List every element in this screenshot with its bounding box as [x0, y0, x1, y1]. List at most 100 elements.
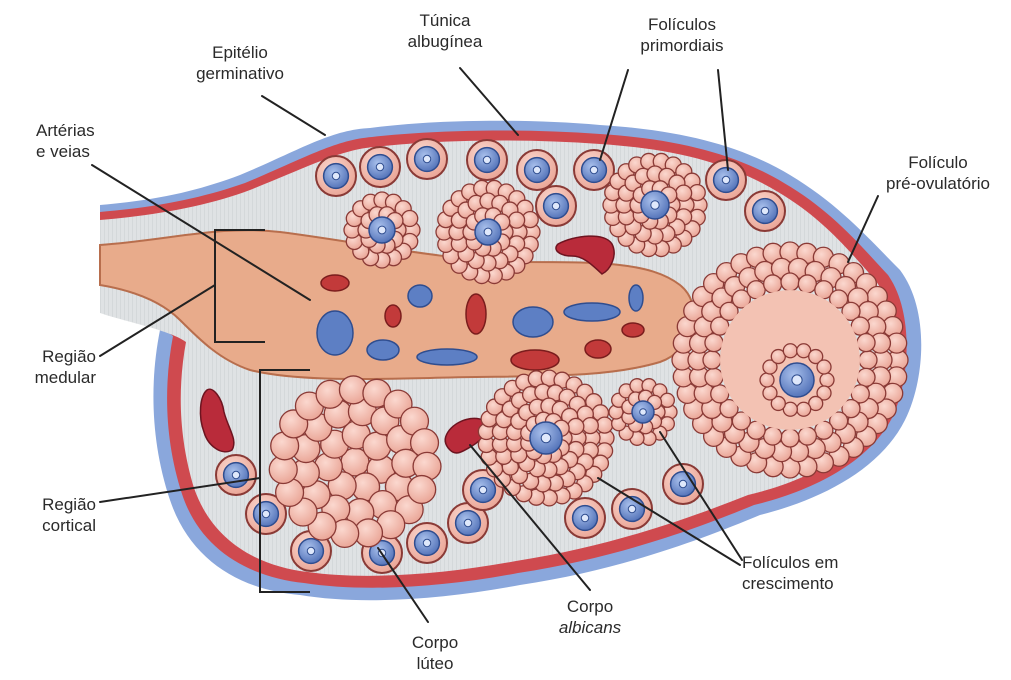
label-corpo-luteo: Corpo lúteo: [400, 632, 470, 674]
oocyte-nucleus: [761, 207, 768, 214]
oocyte-nucleus: [628, 505, 635, 512]
primordial-follicle: [612, 489, 652, 529]
label-line: medular: [8, 367, 96, 388]
label-corpo-albicans: Corpo albicans: [550, 596, 630, 638]
oocyte-nucleus: [722, 176, 729, 183]
vessel: [564, 303, 620, 321]
primordial-follicle: [407, 523, 447, 563]
label-epitelio-germinativo: Epitélio germinativo: [180, 42, 300, 84]
granulosa-cell: [597, 417, 613, 433]
vessel: [629, 285, 643, 311]
granulosa-cell: [676, 185, 692, 201]
oocyte-nucleus: [581, 514, 588, 521]
granulosa-cell: [783, 344, 797, 358]
oocyte-nucleus: [479, 486, 486, 493]
label-line: Corpo: [400, 632, 470, 653]
label-line: crescimento: [742, 573, 882, 594]
granulosa-cell: [817, 360, 831, 374]
vessel: [417, 349, 477, 365]
oocyte-nucleus: [423, 539, 430, 546]
granulosa-cell: [582, 418, 598, 434]
growing-follicle: [609, 379, 677, 446]
primordial-follicle: [565, 498, 605, 538]
primordial-follicle: [360, 147, 400, 187]
growing-follicle: [603, 153, 707, 256]
granulosa-cell: [705, 334, 723, 352]
vessel: [466, 294, 486, 334]
granulosa-cell: [820, 373, 834, 387]
label-foliculo-pre-ovulatorio: Folículo pré-ovulatório: [868, 152, 1008, 194]
label-line: Região: [8, 494, 96, 515]
label-regiao-medular: Região medular: [8, 346, 96, 388]
oocyte-nucleus: [679, 480, 686, 487]
oocyte-nucleus: [640, 409, 647, 416]
primordial-follicle: [536, 186, 576, 226]
primordial-follicle: [407, 139, 447, 179]
label-arterias-veias: Artérias e veias: [36, 120, 146, 162]
vessel: [408, 285, 432, 307]
oocyte-nucleus: [792, 375, 802, 385]
vessel: [513, 307, 553, 337]
label-line: Folículo: [868, 152, 1008, 173]
oocyte-nucleus: [484, 228, 492, 236]
vessel: [585, 340, 611, 358]
label-line: primordiais: [622, 35, 742, 56]
label-foliculos-em-crescimento: Folículos em crescimento: [742, 552, 882, 594]
growing-follicle: [436, 180, 540, 283]
granulosa-cell: [760, 373, 774, 387]
primordial-follicle: [517, 150, 557, 190]
oocyte-nucleus: [262, 510, 269, 517]
oocyte-nucleus: [332, 172, 339, 179]
vessel: [511, 350, 559, 370]
label-line: germinativo: [180, 63, 300, 84]
leader-epitelio: [262, 96, 325, 135]
granulosa-cell: [857, 368, 875, 386]
oocyte-nucleus: [307, 547, 314, 554]
granulosa-cell: [660, 393, 674, 407]
primordial-follicle: [574, 150, 614, 190]
label-line: albicans: [550, 617, 630, 638]
label-line: lúteo: [400, 653, 470, 674]
oocyte-nucleus: [483, 156, 490, 163]
oocyte-nucleus: [376, 163, 383, 170]
label-line: Artérias: [36, 120, 146, 141]
label-tunica-albuginea: Túnica albugínea: [395, 10, 495, 52]
label-line: albugínea: [395, 31, 495, 52]
primordial-follicle: [706, 160, 746, 200]
oocyte-nucleus: [378, 226, 386, 234]
primordial-follicle: [745, 191, 785, 231]
oocyte-nucleus: [541, 433, 551, 443]
granulosa-cell: [781, 429, 799, 447]
luteal-cell: [408, 476, 436, 504]
pre-ovulatory-follicle: [672, 242, 908, 478]
label-regiao-cortical: Região cortical: [8, 494, 96, 536]
granulosa-cell: [797, 402, 811, 416]
granulosa-cell: [509, 212, 525, 228]
vessel: [317, 311, 353, 355]
primordial-follicle: [216, 455, 256, 495]
oocyte-nucleus: [651, 201, 659, 209]
oocyte-nucleus: [590, 166, 597, 173]
growing-follicle: [344, 192, 420, 268]
label-line: Folículos em: [742, 552, 882, 573]
label-line: pré-ovulatório: [868, 173, 1008, 194]
vessel: [367, 340, 399, 360]
label-line: Folículos: [622, 14, 742, 35]
label-line: e veias: [36, 141, 146, 162]
label-line: cortical: [8, 515, 96, 536]
vessel: [385, 305, 401, 327]
label-line: Região: [8, 346, 96, 367]
label-line: Corpo: [550, 596, 630, 617]
granulosa-cell: [764, 275, 782, 293]
vessel: [622, 323, 644, 337]
primordial-follicle: [316, 156, 356, 196]
label-line: Epitélio: [180, 42, 300, 63]
granulosa-cell: [781, 273, 799, 291]
label-foliculos-primordiais: Folículos primordiais: [622, 14, 742, 56]
oocyte-nucleus: [464, 519, 471, 526]
granulosa-cell: [798, 275, 816, 293]
granulosa-cell: [705, 368, 723, 386]
label-line: Túnica: [395, 10, 495, 31]
primordial-follicle: [663, 464, 703, 504]
granulosa-cell: [703, 351, 721, 369]
